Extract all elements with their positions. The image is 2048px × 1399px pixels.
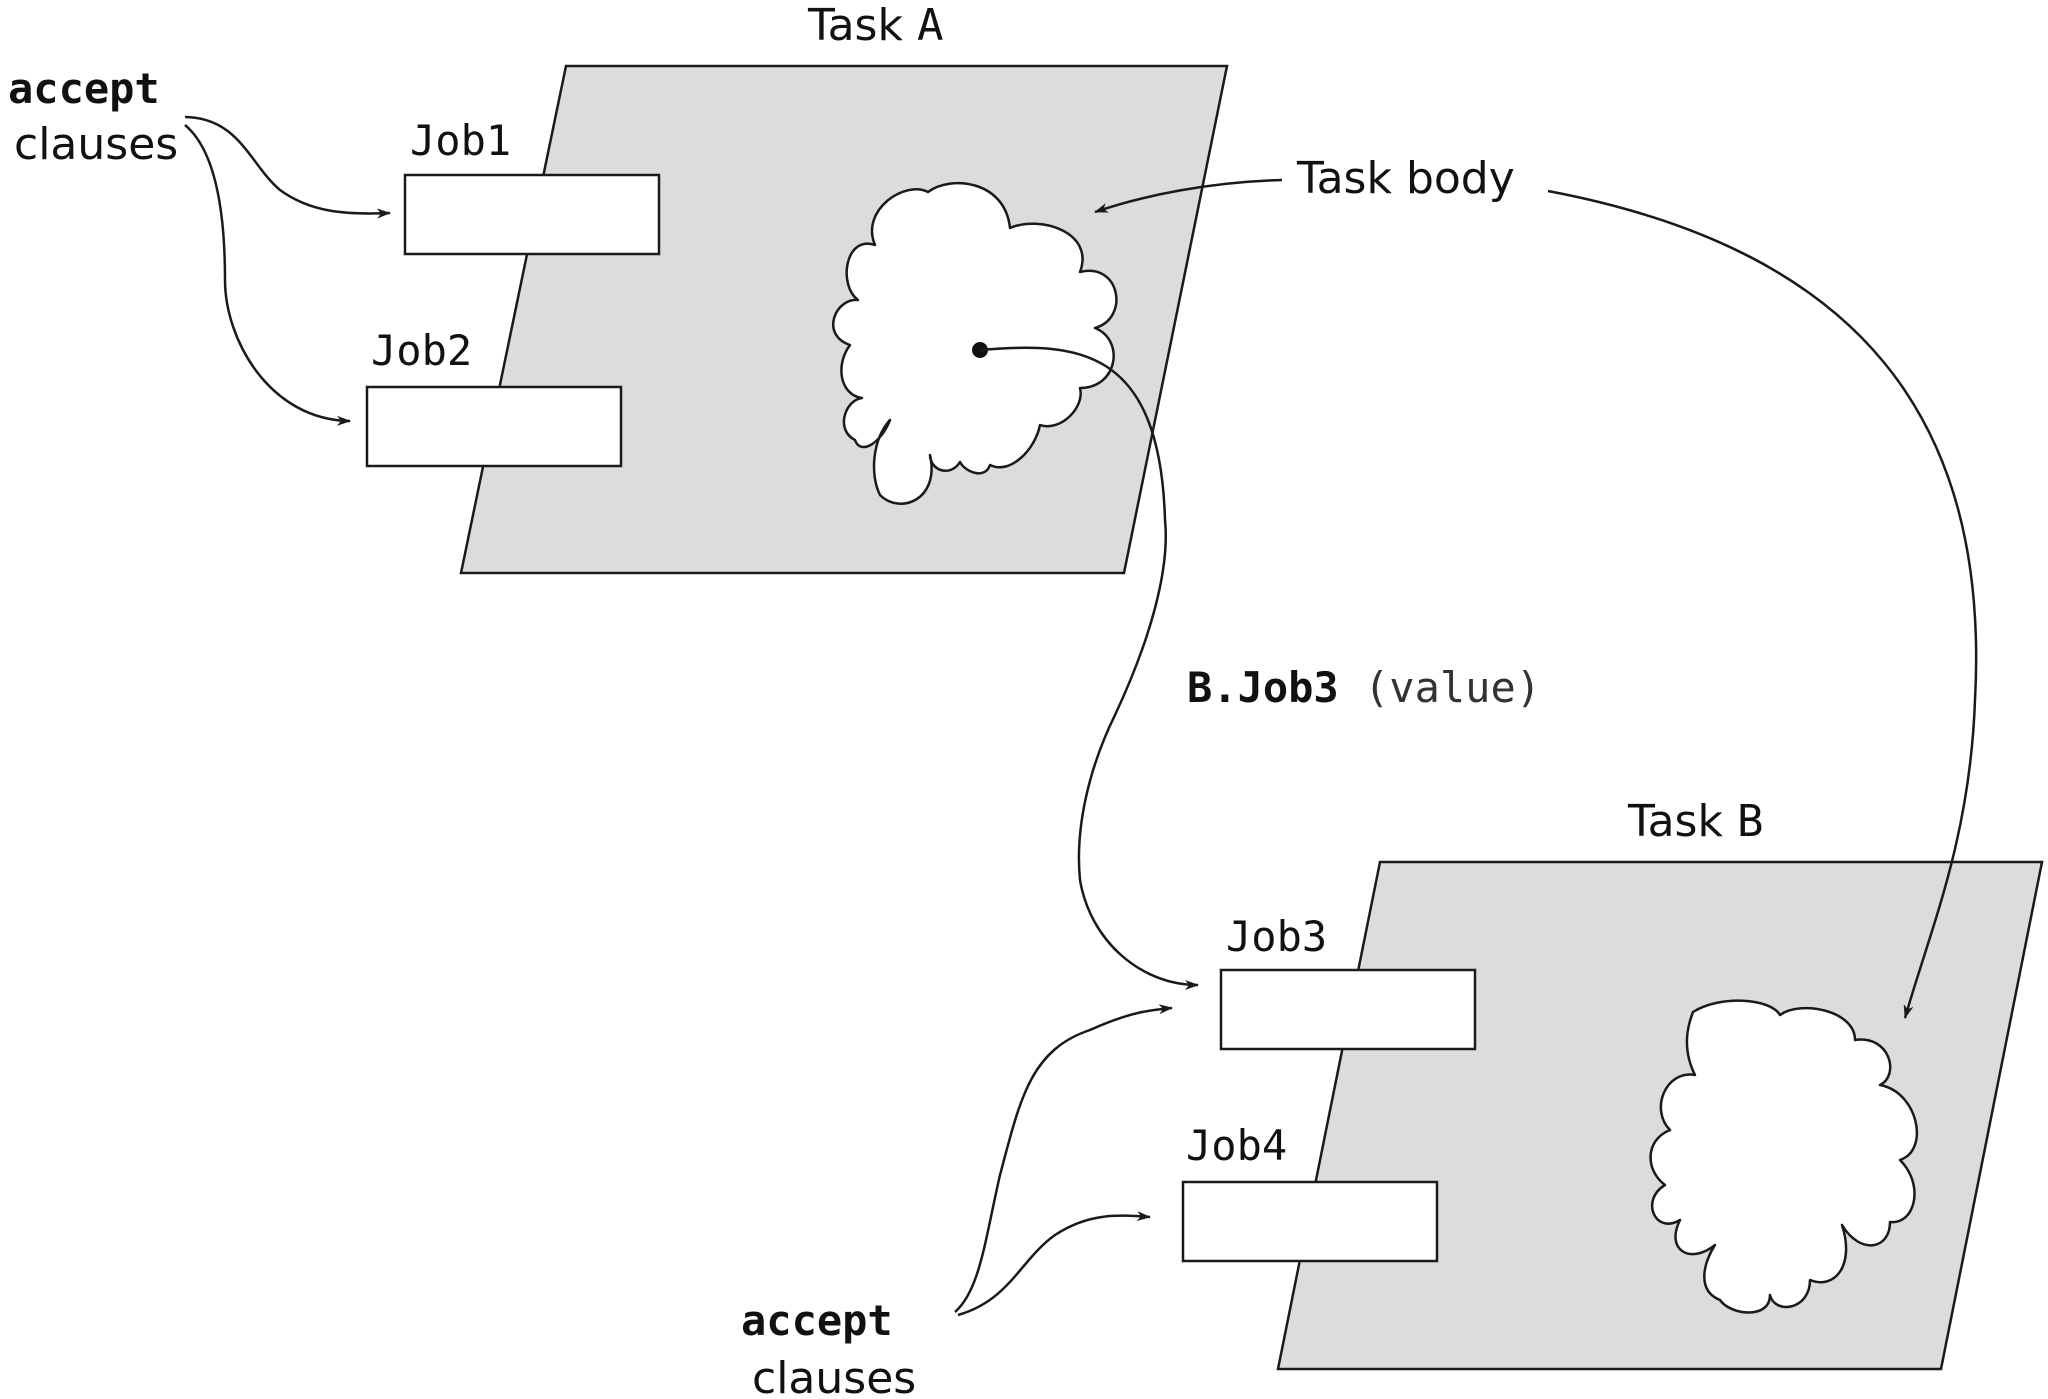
accept-arrow-job1 [184,115,391,219]
entry-box-job1 [403,173,661,256]
accept-clauses-label-b: clauses [752,1353,916,1399]
task-a: Task A Job1 Job2 accept clauses [8,0,1229,575]
entry-label-job2: Job2 [371,326,472,375]
task-body-arrow-a [1094,178,1283,214]
accept-arrow-job2 [184,124,351,426]
task-b: Task B Job3 Job4 accept clauses [741,796,2044,1399]
accept-keyword-b: accept [741,1296,893,1345]
accept-keyword-a: accept [8,64,160,113]
accept-clauses-label-a: clauses [14,119,178,170]
task-body-label: Task body [1296,153,1515,204]
entry-label-job1: Job1 [410,116,511,165]
task-b-plane [1276,860,2044,1371]
accept-arrow-job4 [957,1211,1151,1317]
entry-label-job4: Job4 [1186,1121,1287,1170]
task-body-arrow-b [1547,189,1978,1019]
entry-call-label: B.Job3 (value) [1187,663,1541,712]
accept-arrow-job3 [954,1004,1173,1313]
entry-box-job2 [365,385,623,468]
task-a-title: Task A [807,0,943,51]
entry-label-job3: Job3 [1226,912,1327,961]
entry-box-job3 [1219,968,1477,1051]
entry-box-job4 [1181,1180,1439,1263]
task-a-body-cloud [831,181,1118,505]
entry-call-arrow [979,346,1199,990]
task-b-body-cloud [1649,999,1919,1314]
task-b-title: Task B [1627,796,1763,847]
